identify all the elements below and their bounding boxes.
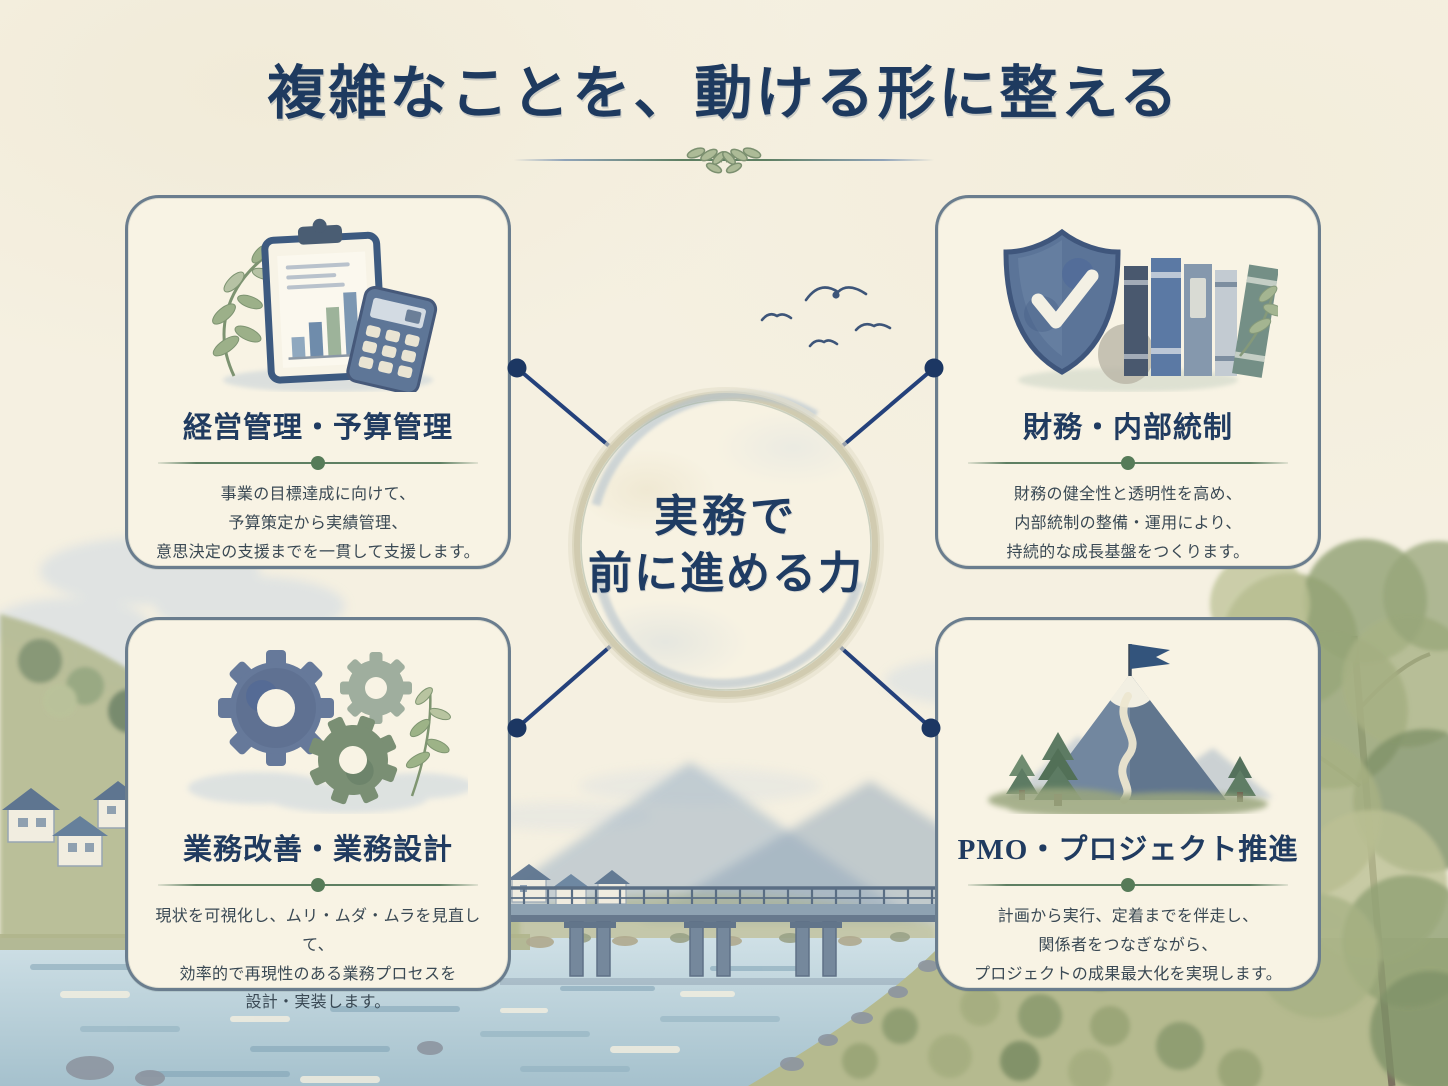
gear-large bbox=[218, 650, 334, 766]
divider-dot bbox=[311, 456, 325, 470]
divider-dot bbox=[1121, 456, 1135, 470]
card-finance: 財務・内部統制 財務の健全性と透明性を高め、 内部統制の整備・運用により、 持続… bbox=[935, 195, 1321, 569]
card-pmo: PMO・プロジェクト推進 計画から実行、定着までを伴走し、 関係者をつなぎながら… bbox=[935, 617, 1321, 991]
card-title: 財務・内部統制 bbox=[1022, 412, 1233, 444]
gears-icon bbox=[144, 636, 492, 814]
card-body: 事業の目標達成に向けて、 予算策定から実績管理、 意思決定の支援までを一貫して支… bbox=[156, 486, 480, 561]
laurel-leaves-divider-icon bbox=[686, 147, 762, 174]
card-body: 現状を可視化し、ムリ・ムダ・ムラを見直して、 効率的で再現性のある業務プロセスを… bbox=[155, 908, 481, 1012]
card-title: PMO・プロジェクト推進 bbox=[957, 834, 1299, 866]
calculator bbox=[346, 286, 438, 392]
page-title: 複雑なことを、動ける形に整える bbox=[267, 61, 1181, 126]
shield-check-books-icon bbox=[954, 214, 1302, 392]
center-statement: 実務で 前に進める力 bbox=[566, 385, 886, 705]
card-title: 経営管理・予算管理 bbox=[182, 412, 453, 444]
center-statement-line2: 前に進める力 bbox=[588, 549, 864, 598]
card-body: 財務の健全性と透明性を高め、 内部統制の整備・運用により、 持続的な成長基盤をつ… bbox=[1006, 486, 1250, 561]
river-sparkles bbox=[60, 956, 735, 1083]
card-body: 計画から実行、定着までを伴走し、 関係者をつなぎながら、 プロジェクトの成果最大… bbox=[973, 908, 1283, 983]
flying-birds-icon bbox=[760, 286, 892, 348]
center-circle: 実務で 前に進める力 bbox=[566, 385, 886, 705]
mountain-flag-icon bbox=[954, 636, 1302, 814]
gear-small bbox=[340, 652, 412, 724]
clipboard-chart-calculator-icon bbox=[144, 214, 492, 392]
center-statement-line1: 実務で bbox=[654, 491, 798, 541]
divider-dot bbox=[1121, 878, 1135, 892]
divider-dot bbox=[311, 878, 325, 892]
card-divider bbox=[158, 878, 478, 892]
leaf-sprig bbox=[1239, 285, 1278, 357]
card-management: 経営管理・予算管理 事業の目標達成に向けて、 予算策定から実績管理、 意思決定の… bbox=[125, 195, 511, 569]
gear-medium bbox=[308, 715, 398, 805]
flag bbox=[1128, 644, 1170, 676]
card-divider bbox=[968, 878, 1288, 892]
card-operations: 業務改善・業務設計 現状を可視化し、ムリ・ムダ・ムラを見直して、 効率的で再現性… bbox=[125, 617, 511, 1011]
watercolor-ring-icon bbox=[568, 387, 884, 703]
bridge-railing bbox=[492, 886, 944, 904]
leaf-branch bbox=[405, 687, 451, 797]
mountain bbox=[1036, 674, 1226, 804]
card-divider bbox=[968, 456, 1288, 470]
bridge bbox=[488, 886, 948, 985]
shield bbox=[1003, 228, 1121, 375]
title-divider bbox=[514, 146, 934, 176]
card-title: 業務改善・業務設計 bbox=[182, 834, 453, 866]
divider-line bbox=[514, 159, 934, 161]
bank-rocks bbox=[66, 943, 961, 1086]
books bbox=[1124, 258, 1278, 378]
card-divider bbox=[158, 456, 478, 470]
